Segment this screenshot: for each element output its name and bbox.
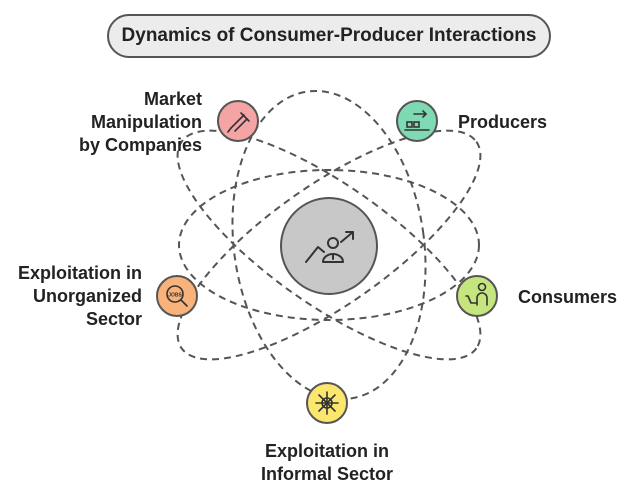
label-line: Sector	[85, 309, 142, 329]
label-line: Market	[143, 89, 202, 109]
node-market-manipulation	[217, 100, 259, 142]
label-line: Unorganized	[32, 286, 142, 306]
label-line: Consumers	[518, 287, 618, 307]
orbit-ellipse-diagonal-b	[176, 129, 482, 361]
label-line: Exploitation in	[265, 441, 389, 461]
label-line: Exploitation in	[18, 263, 142, 283]
jobs-search-icon	[166, 285, 188, 307]
label-consumers: Consumers	[518, 286, 617, 309]
label-line: Informal Sector	[260, 464, 394, 484]
node-exploitation-informal	[306, 382, 348, 424]
label-exploitation-informal: Exploitation in Informal Sector	[227, 440, 427, 486]
label-exploitation-unorganized: Exploitation in Unorganized Sector	[18, 262, 142, 331]
svg-text:JOBS: JOBS	[168, 293, 182, 299]
label-line: by Companies	[78, 135, 202, 155]
node-exploitation-unorganized: JOBS	[156, 275, 198, 317]
shopper-cart-icon	[465, 282, 488, 306]
label-market-manipulation: Market Manipulation by Companies	[79, 88, 202, 157]
center-node	[280, 197, 378, 295]
person-growth-arrow-icon	[305, 231, 354, 263]
node-producers	[396, 100, 438, 142]
label-line: Manipulation	[91, 112, 202, 132]
orbit-ellipse-diagonal-a	[176, 129, 482, 361]
orbit-ellipse-horizontal	[178, 169, 480, 321]
conveyor-icon	[404, 110, 430, 131]
marker-icon	[227, 112, 250, 133]
label-line: Producers	[458, 112, 548, 132]
label-producers: Producers	[458, 111, 547, 134]
node-consumers	[456, 275, 498, 317]
virus-icon	[315, 391, 339, 415]
orbit-ellipse-vertical	[231, 89, 427, 401]
diagram-title: Dynamics of Consumer-Producer Interactio…	[107, 14, 551, 58]
